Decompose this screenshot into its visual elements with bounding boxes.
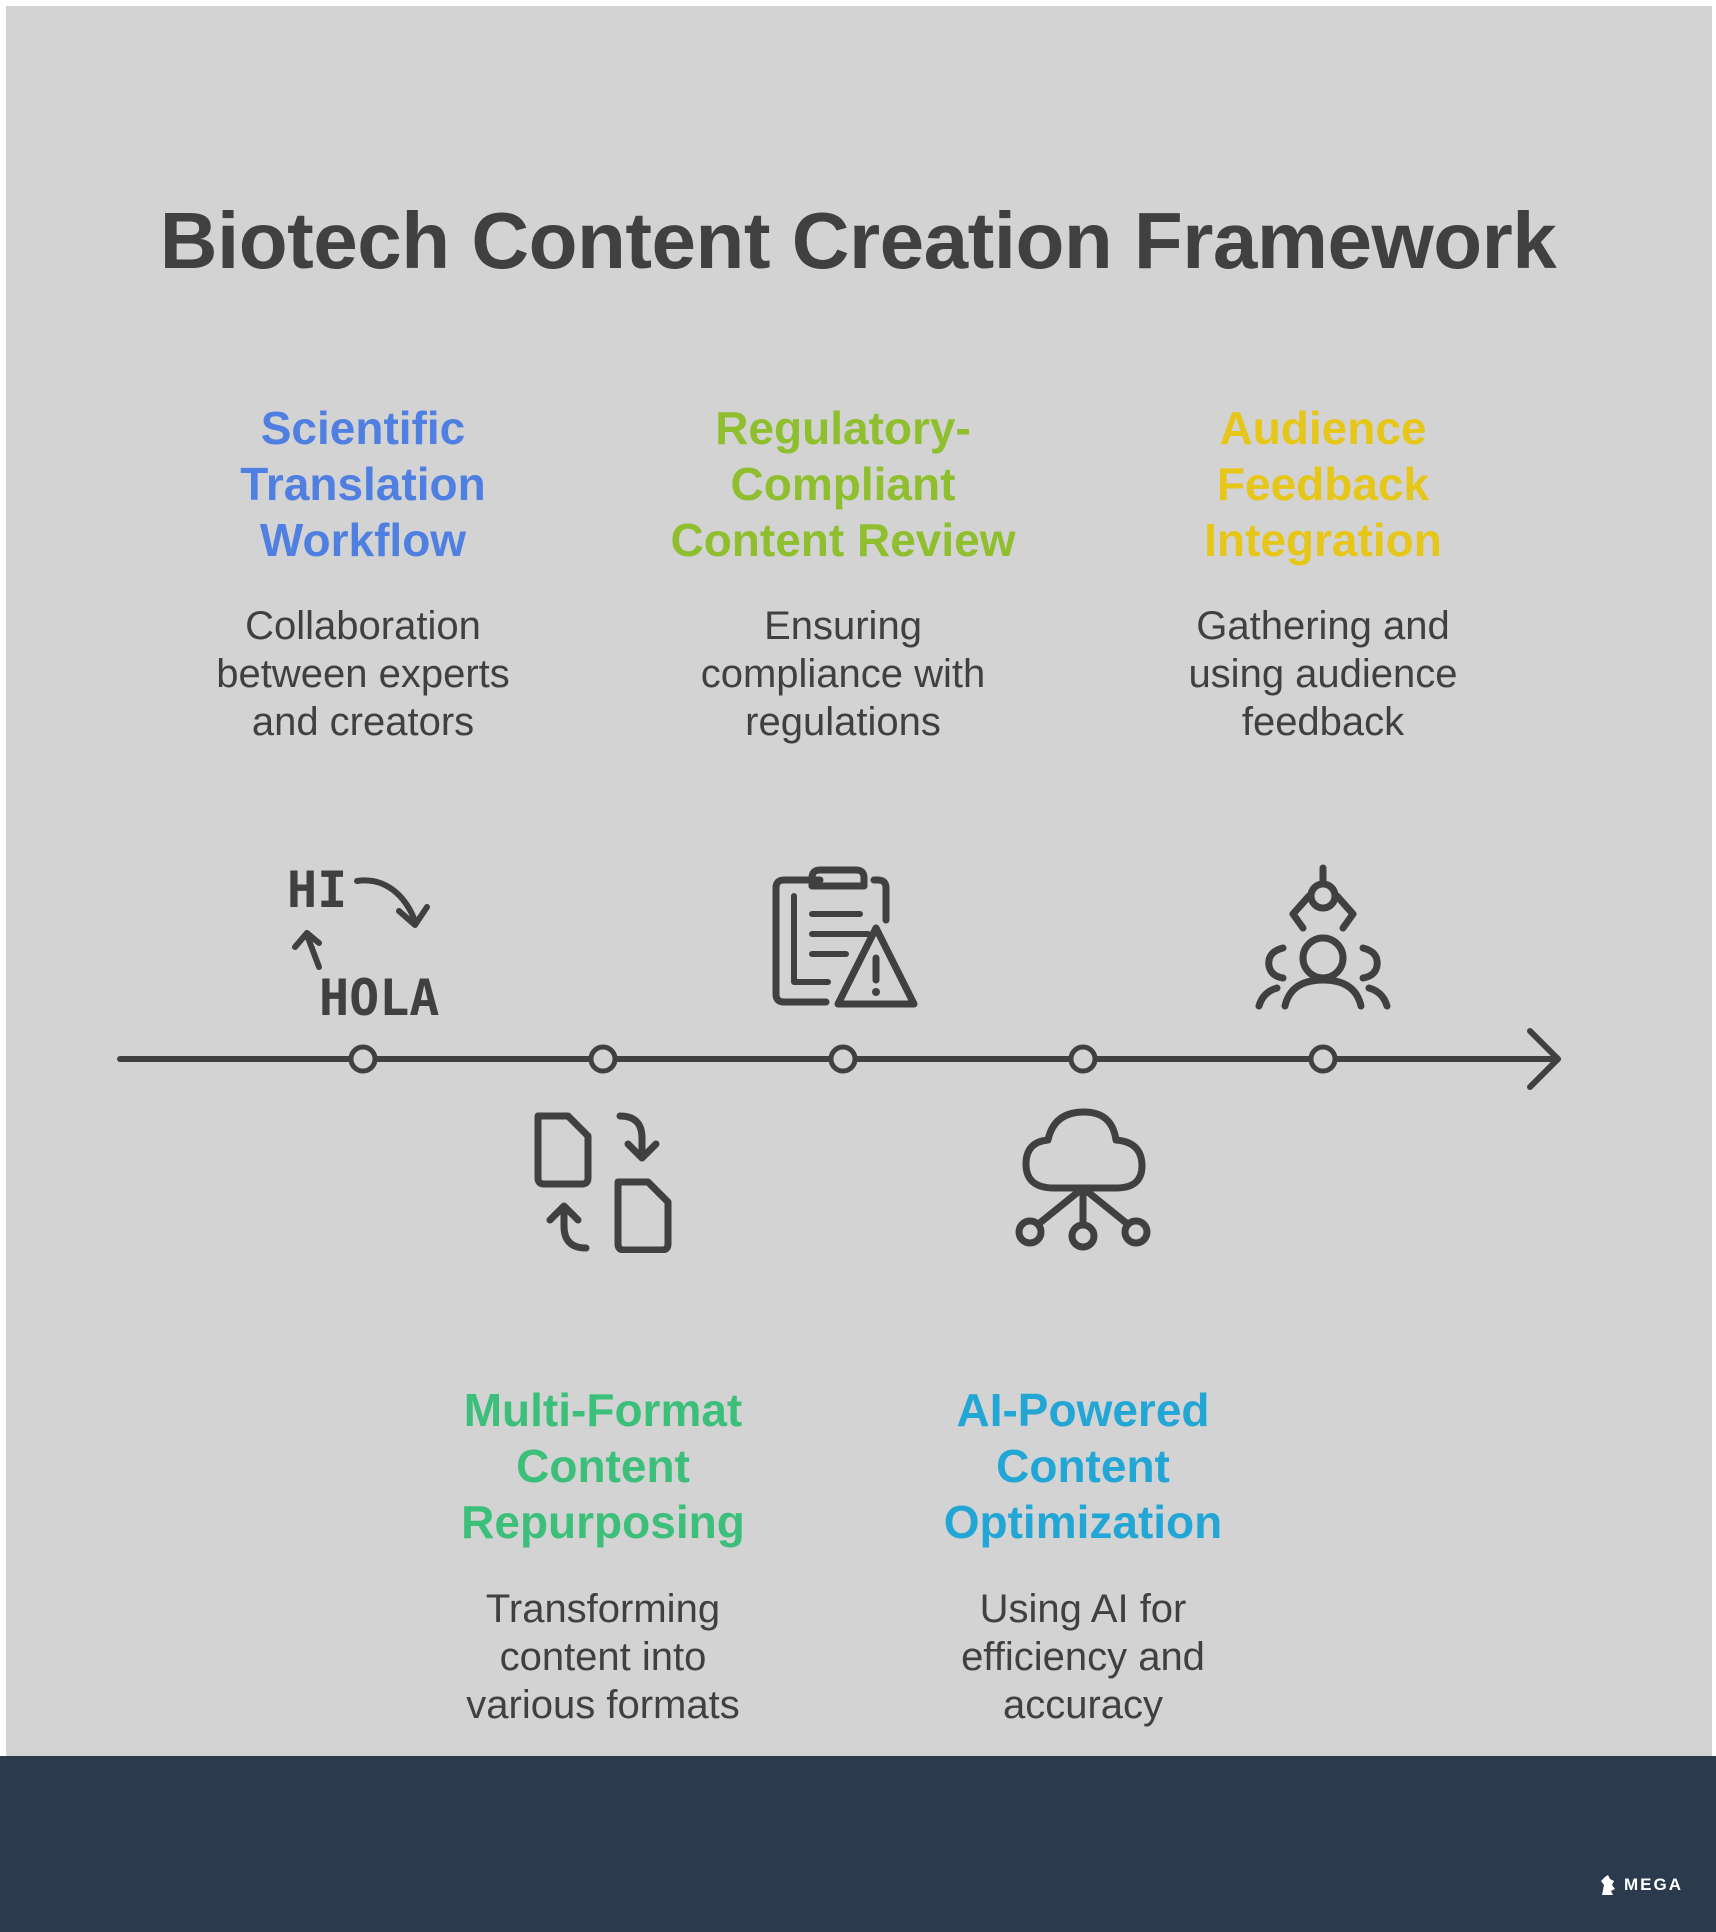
step-title-scientific-translation: Scientific Translation Workflow: [240, 402, 486, 566]
brand-logo-icon: [1601, 1875, 1615, 1895]
footer-bar: [0, 1756, 1716, 1932]
translation-icon-hi: HI: [287, 861, 347, 919]
step-desc-scientific-translation: Collaboration between experts and creato…: [216, 604, 510, 744]
timeline-node-2: [588, 1044, 618, 1074]
translation-icon: HI HOLA: [287, 861, 439, 1025]
audience-icon: [1255, 864, 1391, 1010]
translation-icon-hola: HOLA: [319, 969, 439, 1025]
step-title-audience-feedback: Audience Feedback Integration: [1204, 402, 1442, 566]
cloud-network-icon: [1015, 1108, 1151, 1251]
step-desc-audience-feedback: Gathering and using audience feedback: [1188, 604, 1458, 744]
timeline-node-5: [1308, 1044, 1338, 1074]
step-desc-regulatory-review: Ensuring compliance with regulations: [700, 604, 986, 744]
document-swap-icon: [534, 1112, 672, 1253]
step-desc-ai-optimization: Using AI for efficiency and accuracy: [961, 1587, 1205, 1727]
brand-logo: MEGA: [1598, 1873, 1683, 1897]
timeline-node-1: [348, 1044, 378, 1074]
step-title-regulatory-review: Regulatory- Compliant Content Review: [670, 402, 1016, 566]
clipboard-warning-icon: [772, 866, 918, 1008]
step-desc-multi-format: Transforming content into various format…: [466, 1587, 740, 1727]
diagram-canvas: [6, 6, 1712, 1756]
timeline-node-3: [828, 1044, 858, 1074]
step-title-ai-optimization: AI-Powered Content Optimization: [943, 1384, 1223, 1548]
diagram-title: Biotech Content Creation Framework: [159, 196, 1557, 285]
brand-logo-text: MEGA: [1624, 1875, 1683, 1894]
step-title-multi-format: Multi-Format Content Repurposing: [461, 1384, 745, 1548]
timeline-node-4: [1068, 1044, 1098, 1074]
timeline-arrowhead: [1527, 1028, 1561, 1090]
